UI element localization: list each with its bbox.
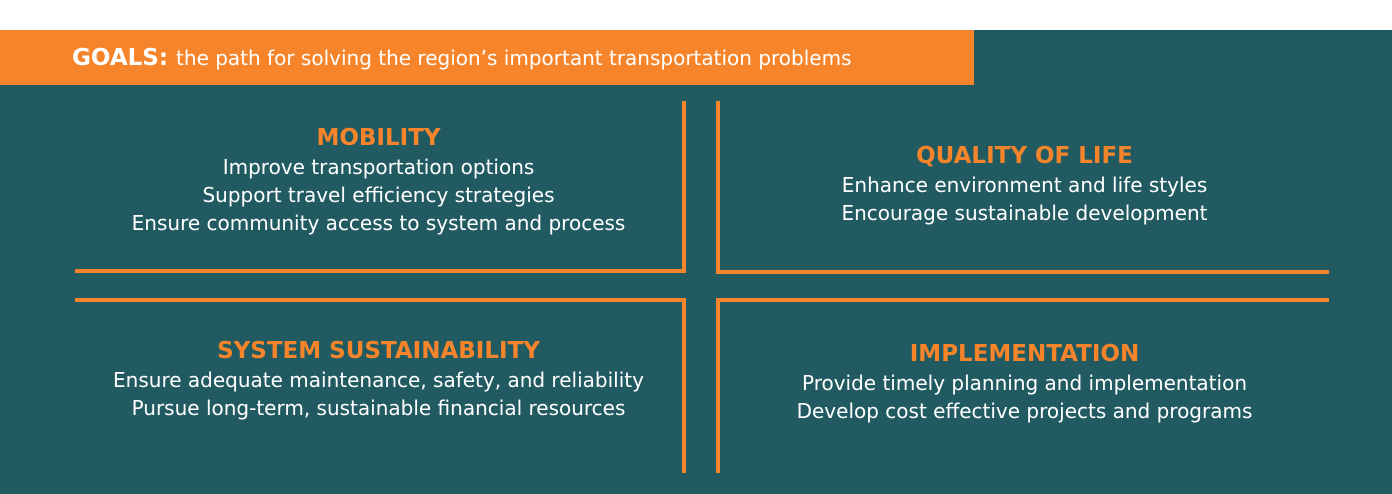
banner-text: the path for solving the region’s import… — [176, 45, 852, 70]
quadrant-line: Enhance environment and life styles — [841, 173, 1208, 197]
quadrant-line: Improve transportation options — [222, 155, 535, 179]
quadrant-line: Support travel efficiency strategies — [202, 183, 555, 207]
divider-horizontal-left-bottom — [75, 298, 686, 302]
divider-horizontal-left-top — [75, 269, 686, 273]
divider-vertical-left-bottom — [682, 298, 686, 473]
quadrant-implementation: IMPLEMENTATION Provide timely planning a… — [720, 340, 1329, 425]
quadrant-line: Ensure community access to system and pr… — [131, 211, 626, 235]
quadrant-system-sustainability: SYSTEM SUSTAINABILITY Ensure adequate ma… — [75, 337, 682, 422]
quadrant-mobility: MOBILITY Improve transportation options … — [75, 124, 682, 237]
divider-horizontal-right-bottom — [716, 298, 1329, 302]
quadrant-line: Provide timely planning and implementati… — [801, 371, 1247, 395]
divider-horizontal-right-top — [716, 270, 1329, 274]
goals-banner: GOALS: the path for solving the region’s… — [0, 30, 974, 85]
quadrant-line: Encourage sustainable development — [841, 201, 1208, 225]
divider-vertical-right-bottom — [716, 298, 720, 473]
divider-vertical-right-top — [716, 101, 720, 274]
banner-label: GOALS: — [72, 44, 169, 71]
top-margin — [0, 0, 1392, 30]
quadrant-line: Pursue long-term, sustainable financial … — [131, 396, 626, 420]
divider-vertical-left-top — [682, 101, 686, 273]
quadrant-title: IMPLEMENTATION — [909, 341, 1140, 367]
quadrant-title: MOBILITY — [316, 125, 441, 151]
quadrant-line: Develop cost effective projects and prog… — [796, 399, 1253, 423]
quadrant-quality-of-life: QUALITY OF LIFE Enhance environment and … — [720, 142, 1329, 227]
quadrant-title: SYSTEM SUSTAINABILITY — [217, 338, 540, 364]
quadrant-title: QUALITY OF LIFE — [916, 143, 1133, 169]
quadrant-line: Ensure adequate maintenance, safety, and… — [113, 368, 644, 392]
